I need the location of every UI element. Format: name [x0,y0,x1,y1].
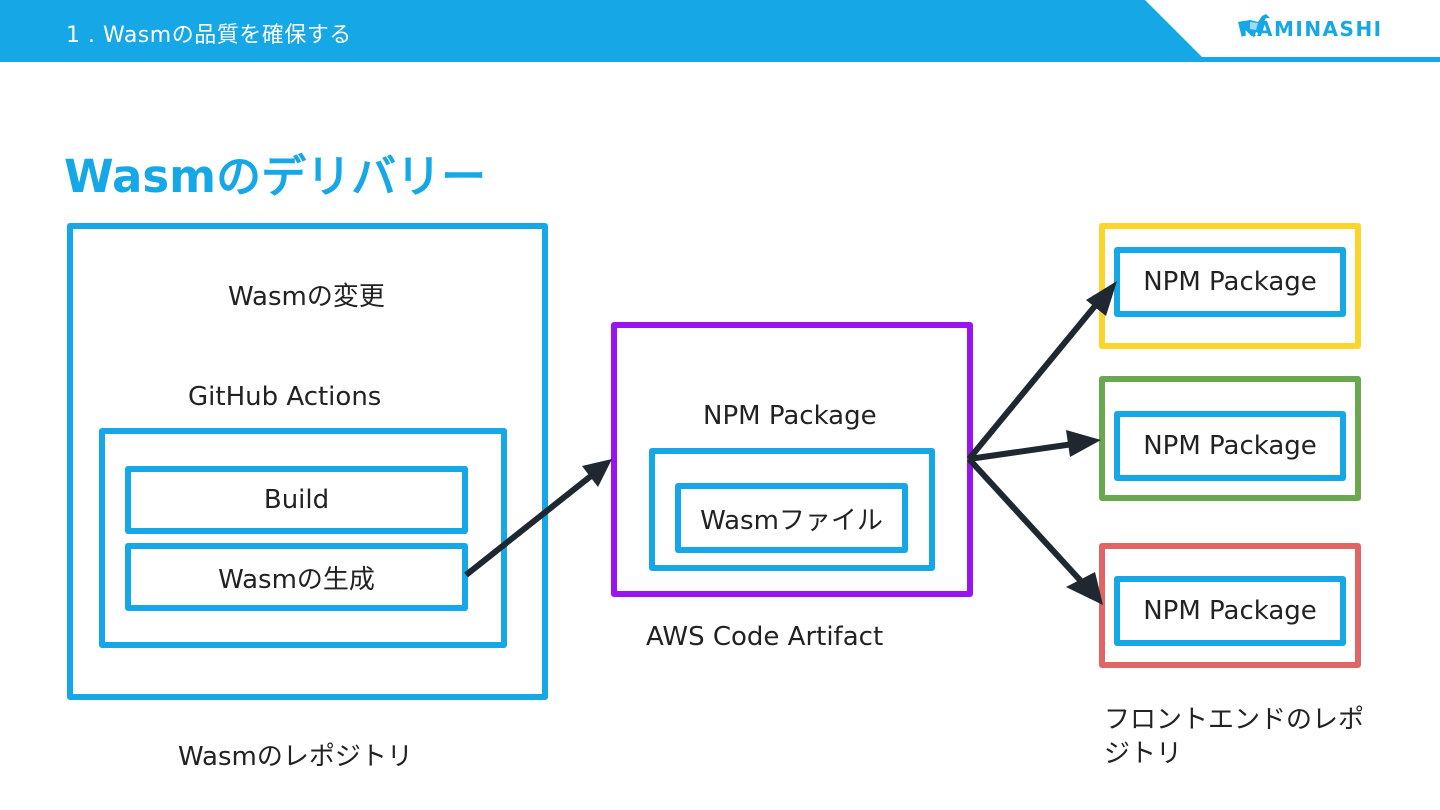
artifact-package-label: NPM Package [703,401,877,431]
arrow-artifact-to-repo-1 [966,281,1117,461]
arrow-artifact-to-repo-3 [966,456,1103,605]
frontend-repo-caption: フロントエンドのレポジトリ [1104,705,1365,769]
header-background [0,0,1440,62]
arrow-artifact-to-repo-2 [968,430,1101,462]
frontend-repo-3-package-box: NPM Package [1114,576,1346,646]
build-step-label: Build [263,485,330,515]
frontend-repo-3-package-label: NPM Package [1143,596,1317,626]
page-title: Wasmのデリバリー [64,150,487,203]
frontend-repo-1-package-box: NPM Package [1114,247,1346,317]
wasm-change-label: Wasmの変更 [228,282,385,312]
artifact-package-box [649,448,935,571]
wasm-generate-step-label: Wasmの生成 [218,564,375,595]
frontend-repo-1-box [1099,223,1361,349]
header-bar: 1 . Wasmの品質を確保する KAMINASHI [0,0,1440,62]
section-title: 1 . Wasmの品質を確保する [66,23,352,48]
build-step-box: Build [125,466,468,534]
frontend-repo-3-box [1099,543,1361,668]
wasm-generate-step-box: Wasmの生成 [125,543,468,611]
frontend-repo-2-package-label: NPM Package [1143,431,1317,461]
kaminashi-logo: KAMINASHI [1236,12,1383,46]
wasm-file-box: Wasmファイル [675,483,908,553]
code-artifact-caption: AWS Code Artifact [646,622,884,652]
wasm-file-label: Wasmファイル [700,505,883,536]
frontend-repo-2-box [1099,376,1361,501]
goat-icon [1238,14,1270,38]
github-actions-label: GitHub Actions [188,382,382,412]
frontend-repo-1-package-label: NPM Package [1143,267,1317,297]
frontend-repo-2-package-box: NPM Package [1114,411,1346,481]
wasm-repo-box [67,223,548,700]
wasm-repo-caption: Wasmのレポジトリ [178,742,413,772]
github-actions-box [99,428,507,648]
arrow-generate-to-artifact [464,459,612,578]
